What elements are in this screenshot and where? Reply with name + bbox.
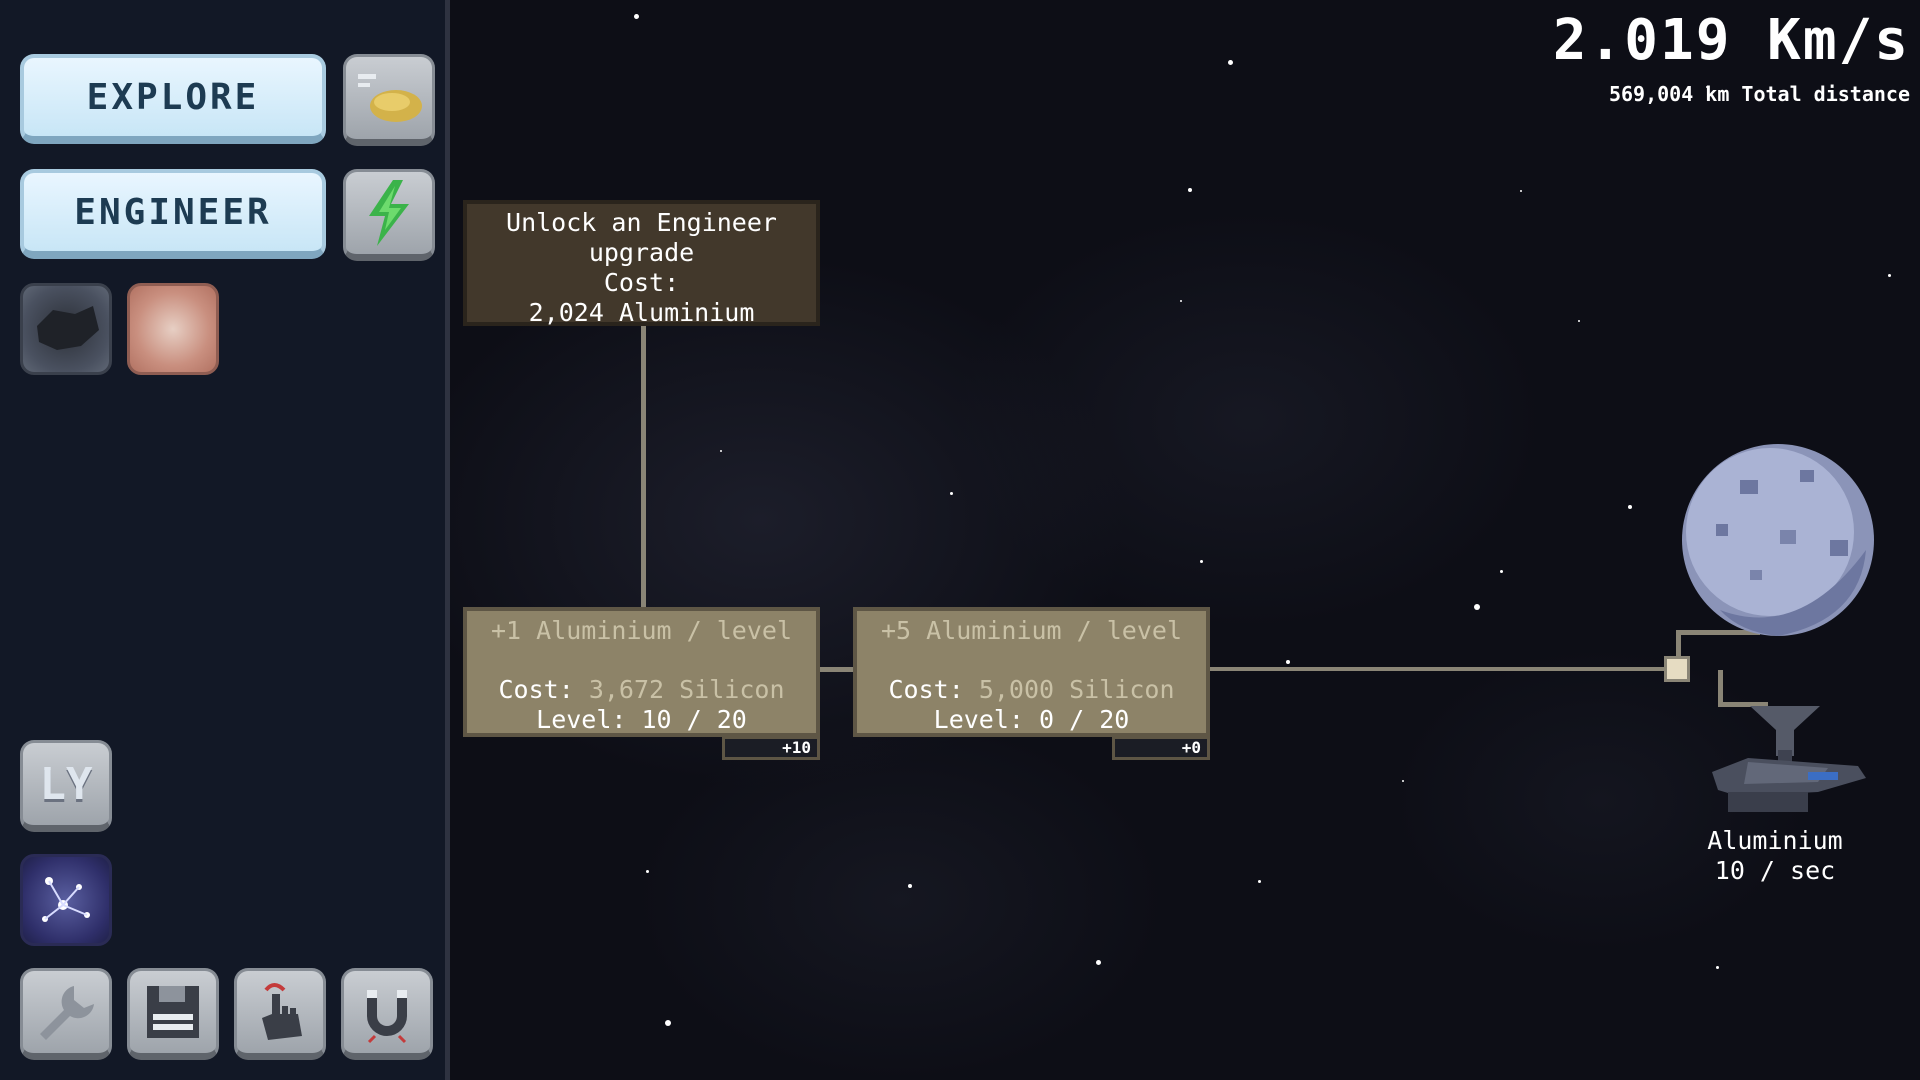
magnet-button[interactable] <box>341 968 433 1060</box>
magnet-icon <box>367 990 407 1044</box>
connector-line <box>820 667 853 672</box>
wrench-button[interactable] <box>20 968 112 1060</box>
upgrade-level: Level: 10 / 20 <box>536 705 747 734</box>
upgrade-cost: Cost: 3,672 Silicon <box>498 675 785 704</box>
connector-line <box>1718 670 1723 706</box>
upgrade-badge: +0 <box>1112 736 1210 760</box>
unlock-cost-label: Cost: <box>603 268 680 297</box>
ly-button[interactable]: LY <box>20 740 112 832</box>
galaxy-icon <box>42 877 90 922</box>
copper-ore-icon[interactable] <box>127 283 219 375</box>
engineer-side-button[interactable] <box>343 169 435 261</box>
engineer-button[interactable]: ENGINEER <box>20 169 326 259</box>
upgrade-cost: Cost: 5,000 Silicon <box>888 675 1175 704</box>
resource-rate: 10 / sec <box>1714 856 1836 885</box>
potato-asteroid-icon <box>358 74 422 122</box>
connector-line <box>1676 630 1681 670</box>
wrench-icon <box>40 986 94 1040</box>
connector-line <box>1210 667 1678 671</box>
upgrade-bonus: +1 Aluminium / level <box>490 616 793 645</box>
ly-label: LY <box>39 758 93 810</box>
click-button[interactable] <box>234 968 326 1060</box>
connector-node <box>1664 656 1690 682</box>
explore-side-button[interactable] <box>343 54 435 146</box>
lightning-icon <box>369 180 409 246</box>
resource-name: Aluminium <box>1707 826 1843 855</box>
dark-ore-icon[interactable] <box>20 283 112 375</box>
upgrade-badge: +10 <box>722 736 820 760</box>
dark-ore-shape <box>37 306 99 350</box>
connector-line <box>1676 630 1760 635</box>
floppy-disk-icon <box>147 986 199 1038</box>
resource-rate-label: Aluminium 10 / sec <box>1660 826 1890 886</box>
save-button[interactable] <box>127 968 219 1060</box>
connector-line <box>1718 702 1768 707</box>
unlock-engineer-upgrade-button[interactable]: Unlock an Engineer upgrade Cost: 2,024 A… <box>463 200 820 327</box>
planet-icon[interactable] <box>1680 440 1876 640</box>
speed-readout: 2.019 Km/s <box>1552 8 1910 73</box>
connector-line <box>641 326 646 607</box>
galaxy-button[interactable] <box>20 854 112 946</box>
unlock-title: Unlock an Engineer <box>506 208 777 237</box>
upgrade-level: Level: 0 / 20 <box>933 705 1130 734</box>
upgrade-card-1[interactable]: +1 Aluminium / level Cost: 3,672 Silicon… <box>463 607 820 737</box>
refinery-ship-icon[interactable] <box>1708 700 1868 820</box>
pointing-hand-icon <box>262 983 302 1040</box>
sidebar: EXPLORE ENGINEER LY <box>0 0 450 1080</box>
upgrade-bonus: +5 Aluminium / level <box>880 616 1183 645</box>
unlock-cost-value: 2,024 Aluminium <box>528 298 755 327</box>
explore-button[interactable]: EXPLORE <box>20 54 326 144</box>
upgrade-card-2[interactable]: +5 Aluminium / level Cost: 5,000 Silicon… <box>853 607 1210 737</box>
total-distance: 569,004 km Total distance <box>1608 82 1910 106</box>
unlock-subtitle: upgrade <box>588 238 695 267</box>
